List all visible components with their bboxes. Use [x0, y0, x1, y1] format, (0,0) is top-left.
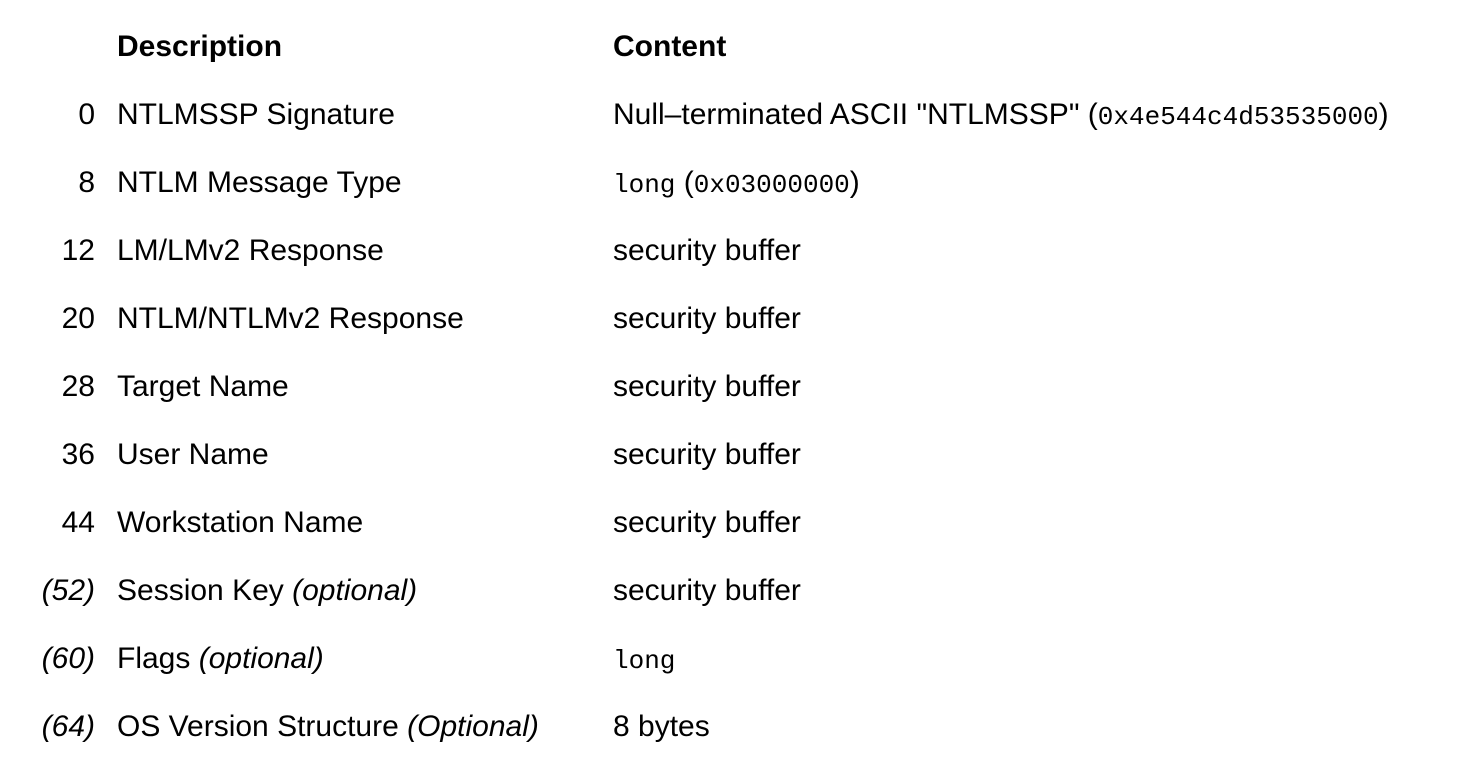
plain-text: LM/LMv2 Response	[117, 234, 384, 267]
offset-cell: 8	[78, 166, 95, 199]
description-cell: NTLMSSP Signature	[95, 81, 613, 149]
table-row: 0 NTLMSSP Signature Null–terminated ASCII …	[0, 81, 1482, 149]
table-body: 0 NTLMSSP Signature Null–terminated ASCII …	[0, 81, 1482, 761]
content-cell: security buffer	[613, 489, 1482, 557]
plain-text: User Name	[117, 438, 269, 471]
offset-cell: 20	[61, 302, 95, 335]
mono-code-text: 0x4e544c4d53535000	[1097, 102, 1379, 132]
description-cell: LM/LMv2 Response	[95, 217, 613, 285]
content-cell: security buffer	[613, 557, 1482, 625]
mono-code-text: long	[613, 646, 676, 676]
table-row: 28 Target Name security buffer	[0, 353, 1482, 421]
content-cell: security buffer	[613, 217, 1482, 285]
offset-cell: 36	[61, 438, 95, 471]
italic-note-text: (Optional)	[407, 710, 539, 743]
table-row: 20 NTLM/NTLMv2 Response security buffer	[0, 285, 1482, 353]
plain-text: security buffer	[613, 370, 801, 403]
description-cell: NTLM Message Type	[95, 149, 613, 217]
offset-cell: (64)	[41, 710, 95, 743]
content-cell: long	[613, 625, 1482, 693]
table-row: (52)Session Key (optional)security buffe…	[0, 557, 1482, 625]
content-column-header: Content	[613, 30, 727, 63]
content-cell: long (0x03000000)	[613, 149, 1482, 217]
plain-text: Workstation Name	[117, 506, 364, 539]
offset-cell: 28	[61, 370, 95, 403]
italic-note-text: (optional)	[198, 642, 324, 675]
plain-text: )	[1378, 98, 1389, 131]
italic-note-text: (optional)	[292, 574, 418, 607]
plain-text: Null–terminated ASCII "NTLMSSP" (	[613, 98, 1098, 131]
offset-column-header	[0, 13, 95, 81]
header-row: Description Content	[0, 13, 1482, 81]
table-row: 44 Workstation Name security buffer	[0, 489, 1482, 557]
plain-text: OS Version Structure	[117, 710, 408, 743]
content-cell: security buffer	[613, 285, 1482, 353]
plain-text: 8 bytes	[613, 710, 710, 743]
description-cell: Session Key (optional)	[95, 557, 613, 625]
offset-cell: 12	[61, 234, 95, 267]
plain-text: security buffer	[613, 574, 801, 607]
table-row: 12 LM/LMv2 Response security buffer	[0, 217, 1482, 285]
description-column-header: Description	[117, 30, 283, 63]
content-cell: security buffer	[613, 421, 1482, 489]
plain-text: security buffer	[613, 506, 801, 539]
plain-text: NTLM/NTLMv2 Response	[117, 302, 464, 335]
plain-text: security buffer	[613, 438, 801, 471]
plain-text: NTLM Message Type	[117, 166, 402, 199]
table-row: (60)Flags (optional)long	[0, 625, 1482, 693]
description-cell: Target Name	[95, 353, 613, 421]
description-cell: OS Version Structure (Optional)	[95, 693, 613, 761]
description-cell: User Name	[95, 421, 613, 489]
offset-cell: (60)	[41, 642, 95, 675]
plain-text: security buffer	[613, 234, 801, 267]
description-cell: Flags (optional)	[95, 625, 613, 693]
message-structure-table: Description Content 0 NTLMSSP Signature Nu…	[0, 13, 1482, 761]
content-cell: 8 bytes	[613, 693, 1482, 761]
table-row: (64)OS Version Structure (Optional)8 byt…	[0, 693, 1482, 761]
content-cell: Null–terminated ASCII "NTLMSSP" (0x4e544…	[613, 81, 1482, 149]
offset-cell: 44	[61, 506, 95, 539]
plain-text: Target Name	[117, 370, 289, 403]
offset-cell: 0	[78, 98, 95, 131]
content-cell: security buffer	[613, 353, 1482, 421]
offset-cell: (52)	[41, 574, 95, 607]
description-cell: NTLM/NTLMv2 Response	[95, 285, 613, 353]
table-row: 8 NTLM Message Type long (0x03000000)	[0, 149, 1482, 217]
table-row: 36 User Name security buffer	[0, 421, 1482, 489]
plain-text: NTLMSSP Signature	[117, 98, 395, 131]
plain-text: (	[675, 166, 694, 199]
plain-text: )	[849, 166, 860, 199]
description-cell: Workstation Name	[95, 489, 613, 557]
mono-code-text: 0x03000000	[693, 170, 850, 200]
mono-code-text: long	[613, 170, 676, 200]
plain-text: Flags	[117, 642, 199, 675]
plain-text: security buffer	[613, 302, 801, 335]
plain-text: Session Key	[117, 574, 293, 607]
